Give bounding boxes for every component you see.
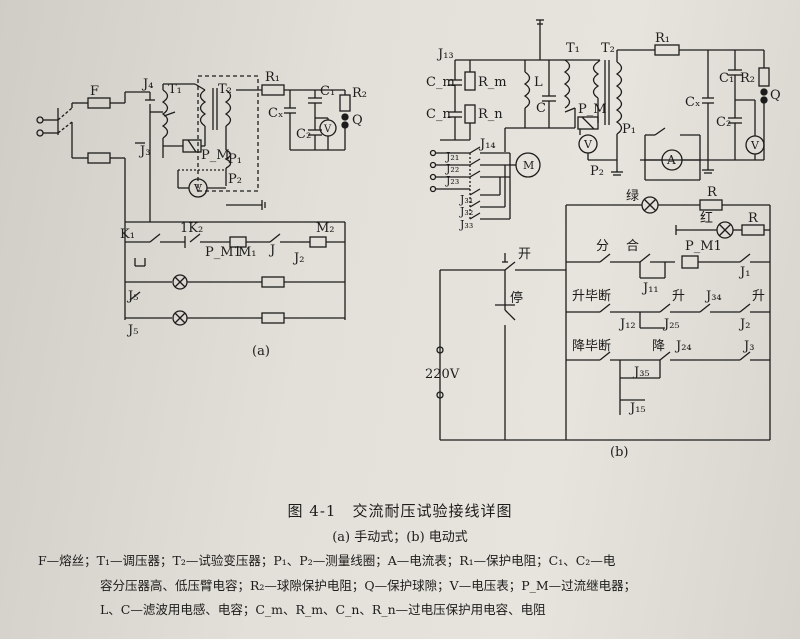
label-b-v2: V xyxy=(750,139,760,152)
label-b-rn: R_n xyxy=(478,107,503,122)
label-b-c2: C₂ xyxy=(716,115,731,130)
label-a-pm: P_M xyxy=(201,148,230,163)
caption-b: (b) xyxy=(610,445,628,460)
label-a-v: V xyxy=(193,182,203,195)
label-b-j1: J₁ xyxy=(738,265,750,280)
label-a-cx: Cₓ xyxy=(268,106,283,121)
label-b-j14: J₁₄ xyxy=(478,137,496,152)
panel-a xyxy=(36,75,351,326)
label-b-p1: P₁ xyxy=(622,122,636,137)
label-a-p2: P₂ xyxy=(228,172,242,187)
label-b-m: M xyxy=(523,159,534,172)
label-a-j5b: J₅ xyxy=(126,323,138,338)
label-b-rm: R_m xyxy=(478,75,507,90)
label-b-j22: J₂₂ xyxy=(445,162,459,175)
sphere-gap-a xyxy=(341,113,349,121)
label-a-r1: R₁ xyxy=(265,70,280,85)
label-a-j5a: J₅ xyxy=(126,289,138,304)
label-a-j2: J₂ xyxy=(292,251,304,266)
label-b-cn: C_n xyxy=(426,107,451,122)
label-b-j25: J₂₅ xyxy=(662,317,680,332)
label-b-t1: T₁ xyxy=(566,41,580,56)
label-a-m2: M₂ xyxy=(316,221,335,236)
label-b-pm1: P_M1 xyxy=(685,239,722,254)
label-b-a: A xyxy=(666,153,676,167)
label-b-j32: J₃₂ xyxy=(459,205,473,218)
resistor-r2-b xyxy=(758,67,770,87)
label-b-cx: Cₓ xyxy=(685,95,700,110)
label-b-j35: J₃₅ xyxy=(632,365,650,380)
label-b-c1: C₁ xyxy=(719,71,734,86)
label-b-j31: J₃₁ xyxy=(459,193,473,206)
label-b-split: 分 xyxy=(596,239,609,254)
label-b-down-off: 降毕断 xyxy=(572,339,611,354)
label-b-p2: P₂ xyxy=(590,164,604,179)
label-a-j: J xyxy=(268,243,275,258)
label-b-220v: 220V xyxy=(425,367,460,382)
label-a-r2: R₂ xyxy=(352,86,367,101)
label-b-l: L xyxy=(534,75,543,90)
label-b-t2: T₂ xyxy=(601,41,615,56)
label-a-t1: T₁ xyxy=(168,82,182,97)
label-b-down: 降 xyxy=(652,339,665,354)
label-b-v1: V xyxy=(583,138,593,151)
label-b-r-green: R xyxy=(707,185,718,200)
label-a-k1: K₁ xyxy=(120,227,135,242)
label-a-q: Q xyxy=(352,113,363,128)
label-b-green: 绿 xyxy=(626,189,639,204)
figure-legend-line-2: 容分压器高、低压臂电容；R₂—球隙保护电阻；Q—保护球隙；V—电压表；P_M—过… xyxy=(100,578,637,593)
label-a-m1: M₁ xyxy=(238,245,257,260)
label-b-j2: J₂ xyxy=(738,317,750,332)
diagram-labels: F J₄ T₁ T₂ R₁ C₁ R₂ Cₓ C₂ Q J₃ P_M P₁ P₂… xyxy=(90,31,781,460)
label-b-j12: J₁₂ xyxy=(618,317,636,332)
panel-b xyxy=(429,19,771,441)
label-b-c: C xyxy=(536,101,546,116)
label-b-j3: J₃ xyxy=(742,339,754,354)
label-b-r2: R₂ xyxy=(740,71,755,86)
label-b-j15: J₁₅ xyxy=(628,401,646,416)
caption-a: (a) xyxy=(252,344,270,359)
label-a-j4: J₄ xyxy=(141,77,153,92)
label-b-stop: 停 xyxy=(510,290,523,306)
label-a-v-c: V xyxy=(323,124,332,135)
resistor-r2-a xyxy=(339,94,351,112)
label-a-k2: 1K₂ xyxy=(180,221,203,236)
label-a-p1: P₁ xyxy=(228,152,242,167)
label-b-cm: C_m xyxy=(426,75,455,90)
sphere-gap-b xyxy=(760,88,768,96)
label-b-j21: J₂₁ xyxy=(445,150,459,163)
label-b-j34: J₃₄ xyxy=(704,289,722,304)
circuit-diagrams xyxy=(36,19,771,441)
label-b-j33: J₃₃ xyxy=(459,218,473,231)
label-a-c2: C₂ xyxy=(296,127,311,142)
label-b-red: 红 xyxy=(700,210,713,226)
label-b-r-red: R xyxy=(748,211,759,226)
figure-title: 图 4-1 交流耐压试验接线详图 xyxy=(287,502,513,520)
label-b-close: 合 xyxy=(626,239,639,254)
label-b-q: Q xyxy=(770,88,781,103)
label-a-pm1: P_M1 xyxy=(205,245,242,260)
figure-legend-line-1: F—熔丝；T₁—调压器；T₂—试验变压器；P₁、P₂—测量线圈；A—电流表；R₁… xyxy=(38,553,616,568)
label-b-pm: P_M xyxy=(578,102,607,117)
label-a-c1: C₁ xyxy=(320,84,335,99)
label-b-j11: J₁₁ xyxy=(641,281,659,296)
figure-subtitle: (a) 手动式；(b) 电动式 xyxy=(332,530,468,545)
label-b-up-off: 升毕断 xyxy=(572,289,611,304)
label-b-up2: 升 xyxy=(752,289,765,304)
label-b-j23: J₂₃ xyxy=(445,174,459,187)
label-b-j24: J₂₄ xyxy=(674,339,692,354)
label-b-j13: J₁₃ xyxy=(436,47,454,62)
figure-legend-line-3: L、C—滤波用电感、电容；C_m、R_m、C_n、R_n—过电压保护用电容、电阻 xyxy=(100,602,546,617)
label-a-j3: J₃ xyxy=(138,144,150,159)
label-a-f: F xyxy=(90,84,99,99)
label-b-open: 开 xyxy=(518,247,531,262)
label-b-r1: R₁ xyxy=(655,31,670,46)
label-a-t2: T₂ xyxy=(218,82,232,97)
label-b-up: 升 xyxy=(672,289,685,304)
